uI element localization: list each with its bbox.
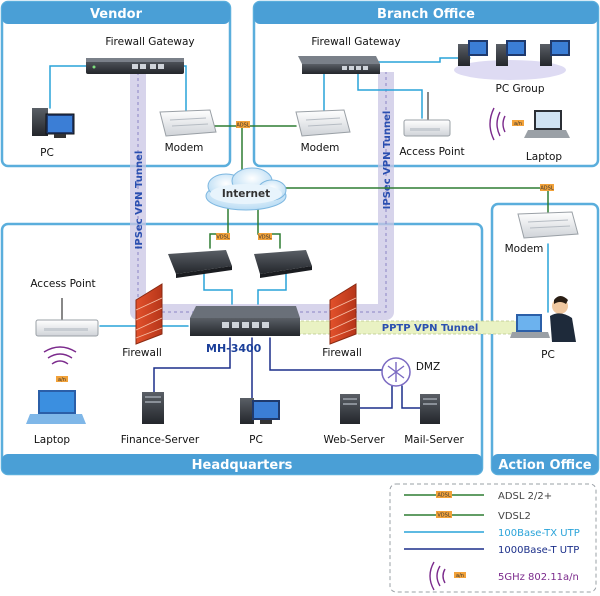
hq-access-point-label: Access Point [30,278,95,290]
branch-pc-group-icon [454,40,570,80]
legend-vdsl: VDSL VDSL2 [404,511,531,522]
mail-server-label: Mail-Server [404,434,464,446]
hq-laptop-icon [26,390,86,424]
legend-fast-ethernet-label: 100Base-TX UTP [498,528,580,539]
svg-text:a/n: a/n [456,573,464,579]
svg-text:ADSL: ADSL [236,123,249,129]
ipsec-tunnel-label-right: IPSec VPN Tunnel [382,111,393,210]
svg-text:VDSL: VDSL [258,235,271,241]
vendor-firewall-gateway-icon [86,58,184,74]
link-router-dmz [269,337,383,371]
action-pc-label: PC [541,349,555,361]
region-branch-title: Branch Office [377,7,475,22]
hq-firewall-left-icon [135,283,163,345]
vdsl-tag-2: VDSL [258,233,272,241]
dmz-switch-icon [381,357,411,387]
legend-vdsl-label: VDSL2 [498,511,531,522]
action-modem-icon [517,211,579,239]
branch-firewall-gateway-label: Firewall Gateway [311,36,400,48]
legend-wireless-label: 5GHz 802.11a/n [498,572,579,583]
branch-modem-icon [295,109,351,137]
branch-laptop-label: Laptop [526,151,562,163]
region-action-office: Action Office [490,202,600,476]
branch-modem-label: Modem [301,142,340,154]
branch-firewall-gateway-icon [298,56,380,74]
dmz-label: DMZ [416,361,440,373]
svg-text:VDSL: VDSL [437,513,450,519]
action-pc-user-icon [510,296,576,342]
branch-wifi-icon: a/n [489,107,524,141]
svg-text:a/n: a/n [514,121,522,127]
region-headquarters-title: Headquarters [192,458,293,473]
branch-access-point-icon [403,92,451,137]
vendor-modem-icon [159,109,217,137]
finance-server-icon [142,392,164,424]
legend-wireless-icon: a/n [429,561,466,591]
finance-server-label: Finance-Server [121,434,200,446]
adsl-tag-1: ADSL [236,121,250,129]
vendor-firewall-gateway-label: Firewall Gateway [105,36,194,48]
adsl-tag-2: ADSL [540,184,554,192]
web-server-icon [340,394,360,424]
hq-firewall-right-icon [329,283,357,345]
mh-3400-router-icon [190,306,300,336]
action-modem-label: Modem [505,243,544,255]
region-vendor-title: Vendor [90,7,143,22]
internet-label: Internet [222,188,270,200]
hq-firewall-left-label: Firewall [122,347,162,359]
branch-laptop-icon [524,110,570,138]
vendor-modem-label: Modem [165,142,204,154]
region-action-title: Action Office [498,458,591,473]
hq-pc-icon [240,398,280,424]
link-dmz-web [359,385,393,409]
hq-firewall-right-label: Firewall [322,347,362,359]
pptp-tunnel-label: PPTP VPN Tunnel [382,323,479,334]
vendor-pc-label: PC [40,147,54,159]
hq-pc-label: PC [249,434,263,446]
mail-server-icon [420,394,440,424]
svg-text:VDSL: VDSL [216,235,229,241]
ipsec-tunnel-label-left: IPSec VPN Tunnel [134,151,145,250]
web-server-label: Web-Server [323,434,385,446]
hq-vdsl-modem-1-icon [168,250,232,278]
vdsl-tag-1: VDSL [216,233,230,241]
vendor-pc-icon [32,108,75,138]
branch-pc-group-label: PC Group [496,83,545,95]
hq-wifi-icon: a/n [43,346,77,383]
link-vdsl1-router [203,271,233,305]
legend-gigabit: 1000Base-T UTP [404,545,579,556]
internet-cloud-icon: Internet [205,167,287,211]
link-branch-fw-ap [357,69,423,119]
legend-wireless: a/n 5GHz 802.11a/n [429,561,579,591]
svg-text:ADSL: ADSL [437,493,450,499]
branch-access-point-label: Access Point [399,146,464,158]
link-router-finance [153,337,231,393]
svg-text:ADSL: ADSL [540,186,553,192]
mh-3400-label: MH-3400 [206,342,262,355]
legend-adsl-label: ADSL 2/2+ [498,491,552,502]
region-headquarters: Headquarters [0,222,484,476]
legend-adsl: ADSL ADSL 2/2+ [404,491,552,502]
link-vdsl2-router [257,271,287,305]
link-dmz-mail [401,385,421,409]
hq-vdsl-modem-2-icon [254,250,312,278]
link-vendor-fw-pc [49,65,101,109]
hq-access-point-icon [35,298,99,337]
hq-laptop-label: Laptop [34,434,70,446]
svg-text:a/n: a/n [58,377,66,383]
link-branch-fw-pcgroup [375,57,471,63]
legend-fast-ethernet: 100Base-TX UTP [404,528,580,539]
legend: ADSL ADSL 2/2+ VDSL VDSL2 100Base-TX UTP… [389,483,597,593]
legend-gigabit-label: 1000Base-T UTP [498,545,579,556]
